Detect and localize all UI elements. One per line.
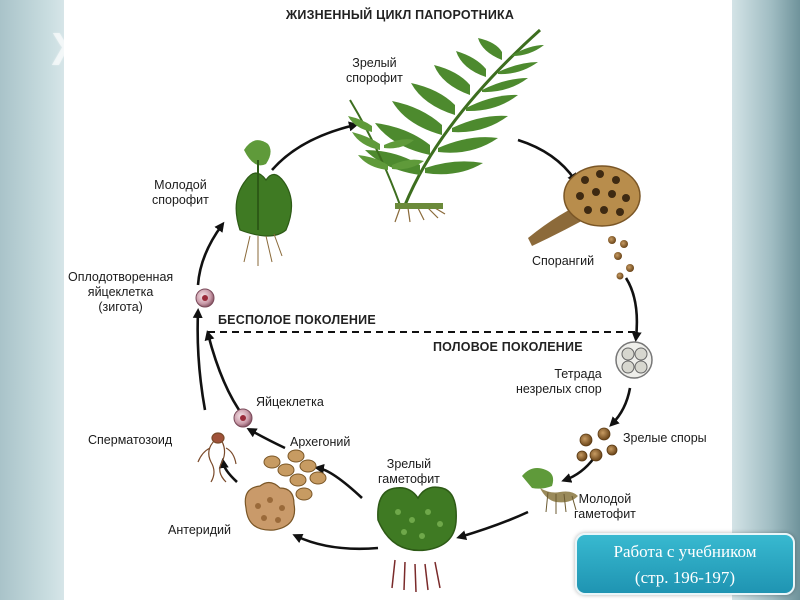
asexual-generation-label: БЕСПОЛОЕ ПОКОЛЕНИЕ [218,313,376,327]
badge-line-1: Работа с учебником [613,542,757,561]
slide-header-left: Жизненный [52,23,322,75]
label-sperm: Сперматозоид [88,433,173,447]
zygote-illustration [195,288,215,308]
label-mature-spores: Зрелые споры [623,431,707,445]
antheridium-illustration [244,481,296,531]
tetrad-illustration [615,341,653,379]
egg-illustration [233,408,253,428]
label-archegonium: Архегоний [290,435,351,449]
slide-background-right [730,0,800,600]
diagram-title: ЖИЗНЕННЫЙ ЦИКЛ ПАПОРОТНИКА [285,8,515,22]
label-sporangium: Спорангий [532,254,595,268]
badge-line-2: (стр. 196-197) [634,568,736,587]
young-gametophyte-illustration [522,468,578,514]
young-sporophyte-illustration [235,140,293,266]
overlay-sporophyte: Спорофит [423,286,588,322]
textbook-work-badge[interactable]: Работа с учебником (стр. 196-197) [575,533,795,595]
mature-gametophyte-illustration [377,486,457,593]
cycle-arrows [192,121,642,551]
archegonium-illustration [263,449,327,501]
overlay-gametophyte: Гаметофи [240,344,400,380]
mature-spores-illustration [576,427,618,462]
mature-sporophyte-illustration [348,28,544,223]
sporangium-illustration [528,165,641,280]
label-egg: Яйцеклетка [256,395,324,409]
label-antheridium: Антеридий [168,523,231,537]
slide-header-right: цикл [628,28,724,72]
sexual-generation-label: ПОЛОВОЕ ПОКОЛЕНИЕ [433,340,583,354]
sperm-illustration [197,432,237,483]
